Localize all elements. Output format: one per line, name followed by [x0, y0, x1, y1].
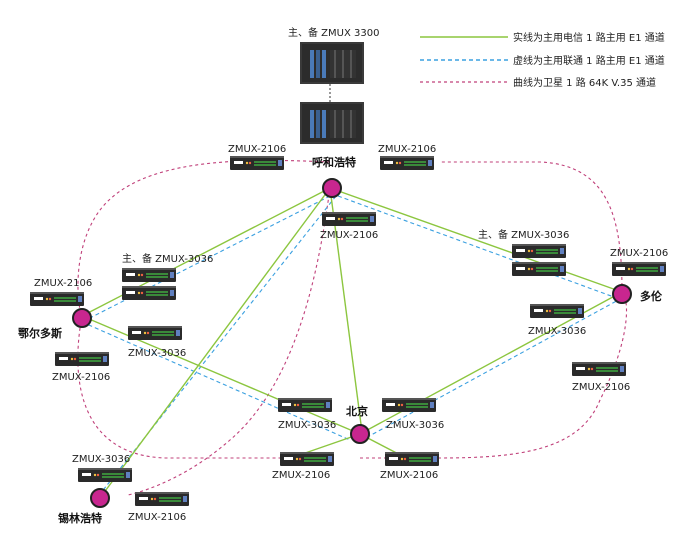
legend: 实线为主用电信 1 路主用 E1 通道 虚线为主用联通 1 路主用 E1 通道 …: [420, 31, 665, 89]
device-beijing-right: ZMUX-3036: [382, 398, 444, 431]
satellite-loop-left-lower: [77, 315, 280, 459]
device-beijing-left: ZMUX-3036: [278, 398, 336, 431]
device-erdos-mid: ZMUX-3036: [128, 326, 186, 359]
svg-text:ZMUX-2106: ZMUX-2106: [272, 470, 330, 481]
legend-curved-label: 曲线为卫星 1 路 64K V.35 通道: [513, 76, 656, 89]
svg-text:ZMUX-2106: ZMUX-2106: [34, 278, 92, 289]
device-duolun-right: ZMUX-2106: [610, 248, 668, 276]
zmux3300-pair: 主、备 ZMUX 3300: [288, 26, 379, 144]
node-beijing: 北京: [346, 404, 370, 444]
svg-text:ZMUX-3036: ZMUX-3036: [528, 326, 586, 337]
satellite-hhht-xlht: [127, 187, 331, 496]
device-duolun-pair: 主、备 ZMUX-3036: [478, 228, 569, 276]
device-hhht-below: ZMUX-2106: [320, 212, 378, 241]
device-duolun-mid: ZMUX-3036: [528, 304, 586, 337]
device-hhht-left: ZMUX-2106: [228, 144, 286, 170]
satellite-loop-right: [440, 161, 623, 293]
node-xilinhaote: 锡林浩特: [58, 488, 110, 525]
satellite-loop-left: [77, 159, 331, 317]
svg-text:主、备 ZMUX-3036: 主、备 ZMUX-3036: [122, 252, 213, 265]
svg-text:ZMUX-3036: ZMUX-3036: [72, 454, 130, 465]
svg-text:ZMUX-3036: ZMUX-3036: [386, 420, 444, 431]
device-duolun-below: ZMUX-2106: [572, 362, 630, 393]
device-erdos-top: ZMUX-2106: [30, 278, 92, 306]
device-xlht-top: ZMUX-3036: [72, 454, 132, 482]
device-xlht-right: ZMUX-2106: [128, 492, 189, 523]
node-label-duolun: 多伦: [640, 289, 663, 303]
node-erdos: 鄂尔多斯: [18, 308, 92, 340]
node-label-huhehaote: 呼和浩特: [312, 155, 356, 169]
node-label-beijing: 北京: [346, 404, 368, 418]
svg-text:ZMUX-2106: ZMUX-2106: [52, 372, 110, 383]
device-erdos-below: ZMUX-2106: [52, 352, 110, 383]
node-label-erdos: 鄂尔多斯: [18, 326, 62, 340]
legend-solid-label: 实线为主用电信 1 路主用 E1 通道: [513, 31, 665, 44]
device-hhht-right: ZMUX-2106: [378, 144, 436, 170]
satellite-loop-bottom: [360, 291, 628, 459]
svg-text:ZMUX-2106: ZMUX-2106: [320, 230, 378, 241]
device-beijing-bottom-left: ZMUX-2106: [272, 452, 334, 481]
svg-text:ZMUX-2106: ZMUX-2106: [572, 382, 630, 393]
svg-text:ZMUX-3036: ZMUX-3036: [278, 420, 336, 431]
legend-dashed-label: 虚线为主用联通 1 路主用 E1 通道: [513, 54, 665, 67]
svg-text:ZMUX-2106: ZMUX-2106: [380, 470, 438, 481]
device-beijing-bottom-right: ZMUX-2106: [380, 452, 439, 481]
node-duolun: 多伦: [612, 284, 663, 304]
svg-text:ZMUX-2106: ZMUX-2106: [610, 248, 668, 259]
satellite-links: [77, 159, 628, 496]
node-huhehaote: 呼和浩特: [312, 155, 356, 198]
svg-text:ZMUX-2106: ZMUX-2106: [378, 144, 436, 155]
svg-text:ZMUX-3036: ZMUX-3036: [128, 348, 186, 359]
device-erdos-pair: 主、备 ZMUX-3036: [122, 252, 213, 300]
svg-text:ZMUX-2106: ZMUX-2106: [228, 144, 286, 155]
zmux3300-label: 主、备 ZMUX 3300: [288, 26, 379, 39]
node-label-xilinhaote: 锡林浩特: [58, 511, 102, 525]
svg-text:ZMUX-2106: ZMUX-2106: [128, 512, 186, 523]
svg-text:主、备 ZMUX-3036: 主、备 ZMUX-3036: [478, 228, 569, 241]
